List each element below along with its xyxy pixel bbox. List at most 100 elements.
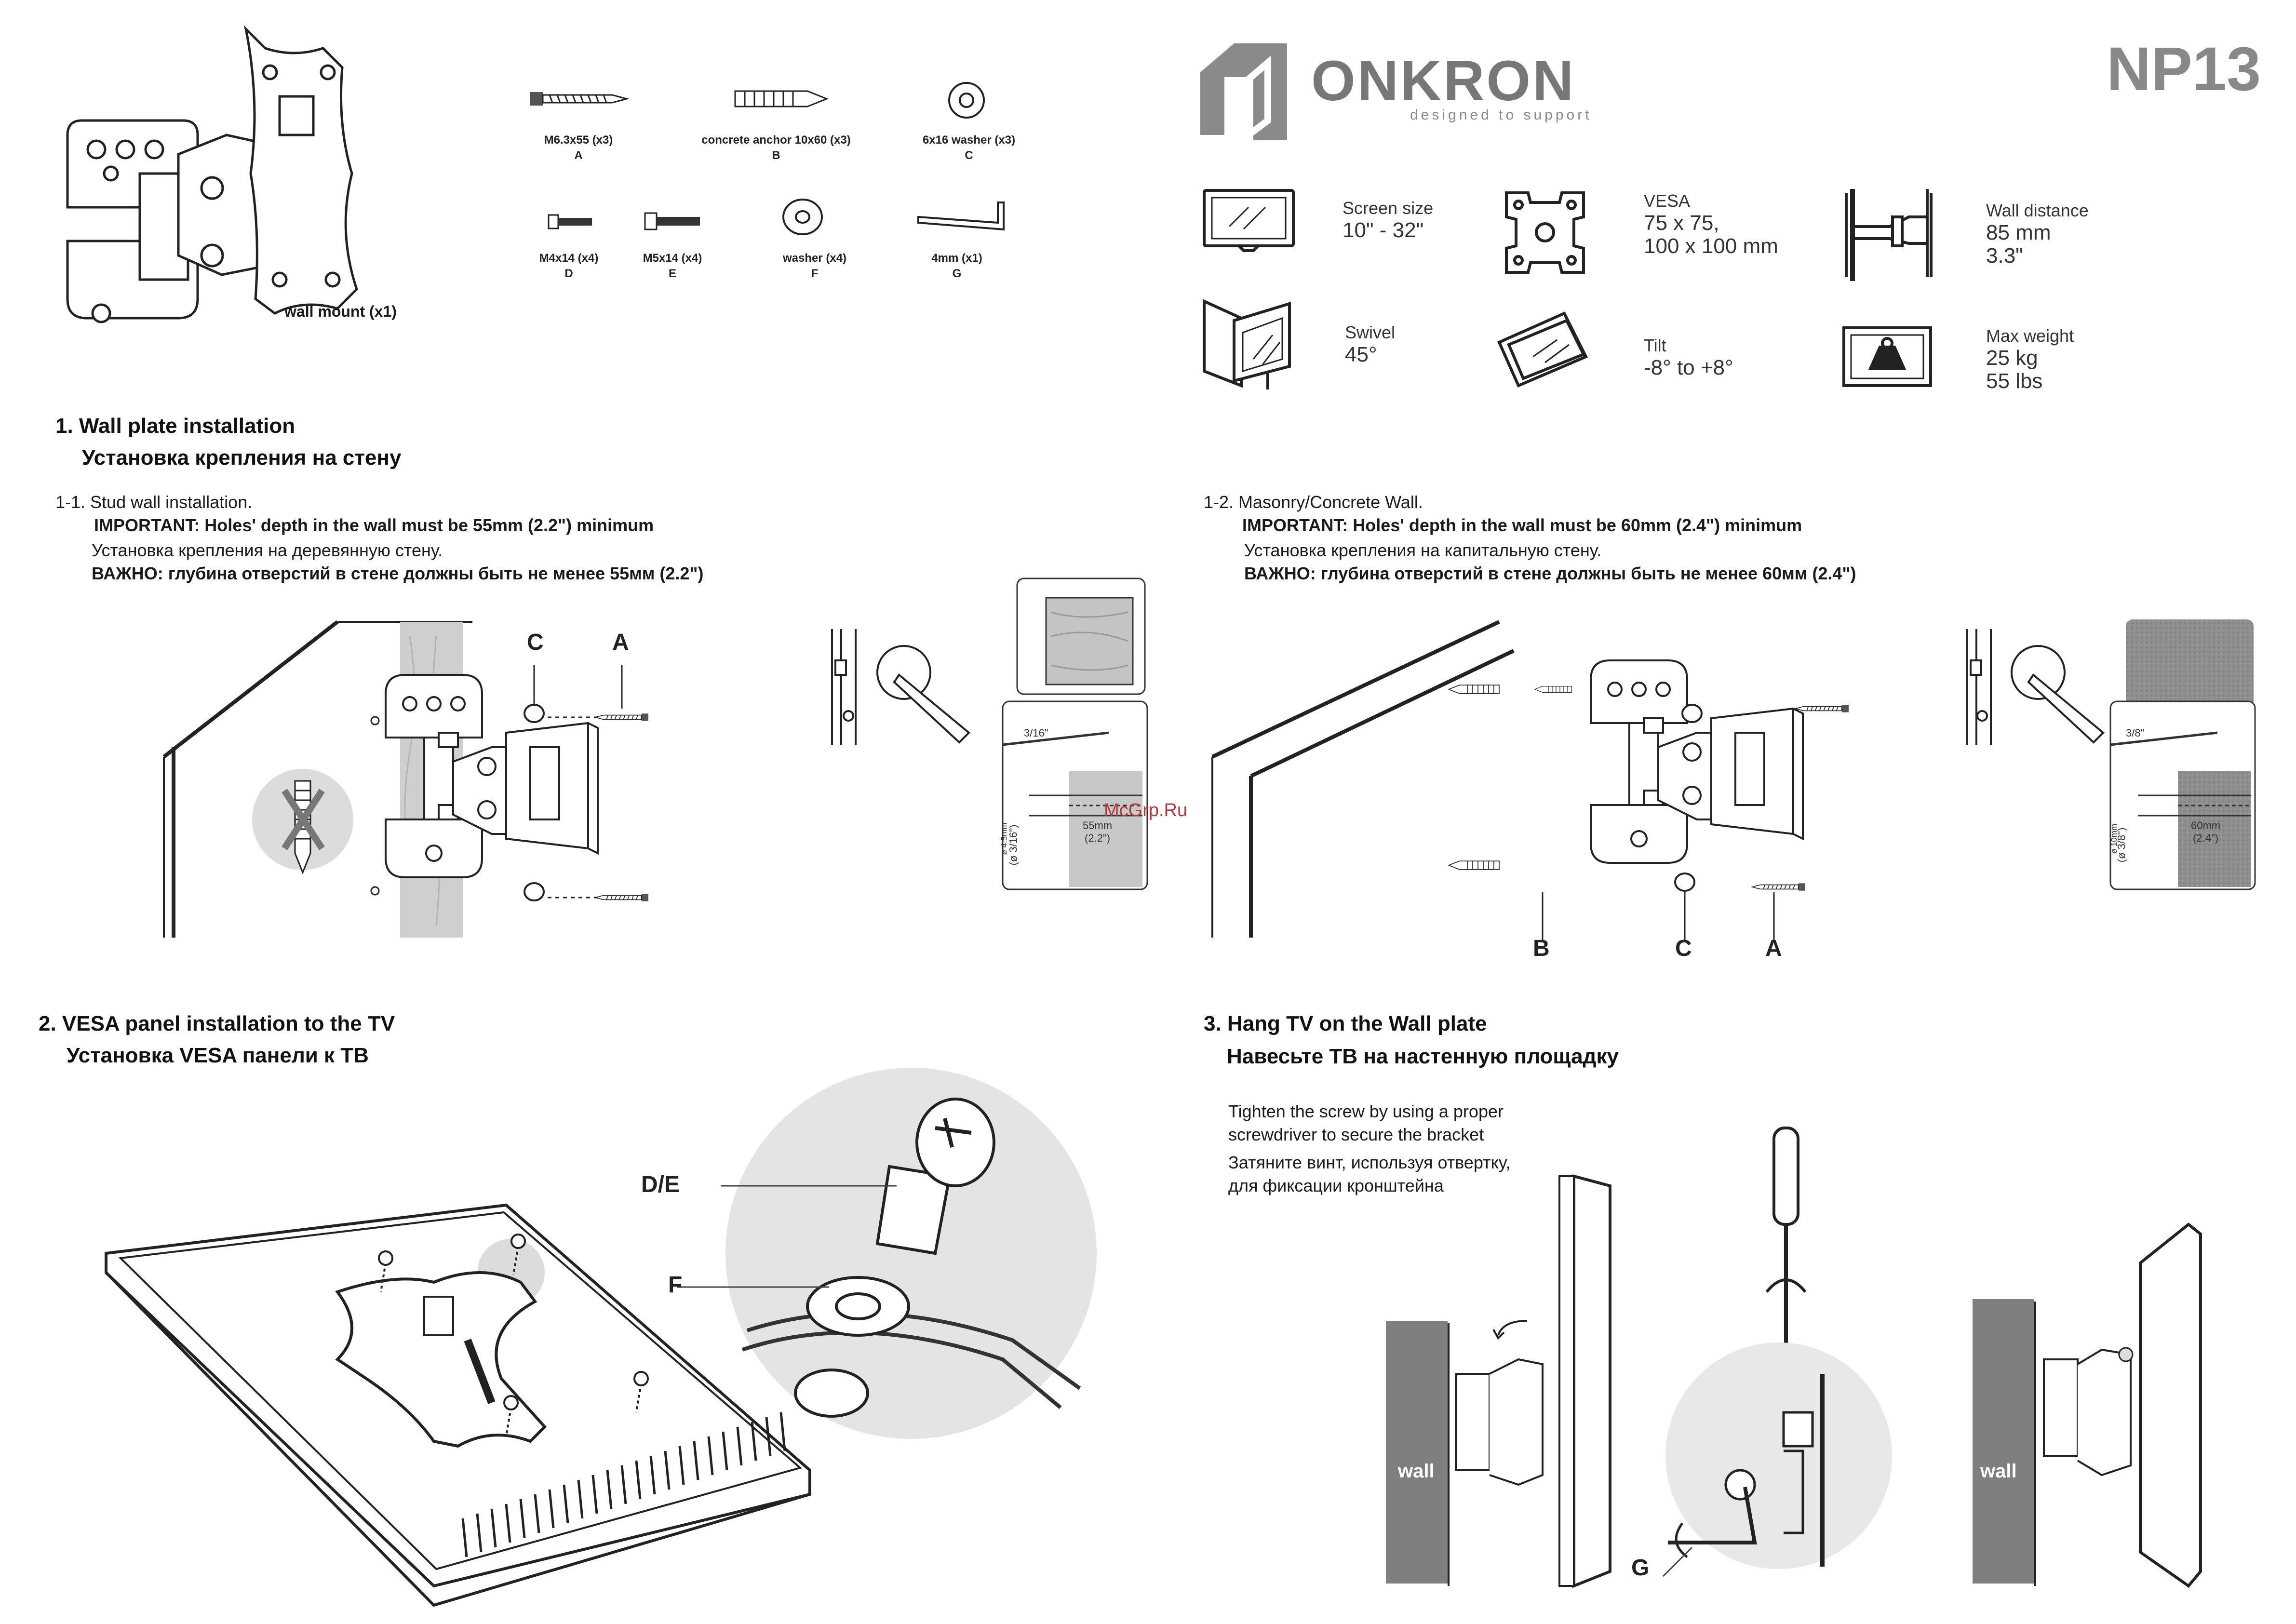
hang-label-g: G	[1631, 1555, 1650, 1581]
wall-mount-label: wall mount (x1)	[284, 303, 397, 320]
spec-tilt: Tilt -8° to +8°	[1644, 335, 1733, 379]
spec-wall-distance-value-2: 3.3"	[1986, 244, 2023, 268]
masonry-label-c: C	[1675, 936, 1692, 961]
stud-depth-diagram	[1002, 700, 1148, 890]
masonry-line-4: ВАЖНО: глубина отверстий в стене должны …	[1244, 564, 1856, 583]
part-g-letter: G	[952, 267, 962, 280]
brand-name: ONKRON	[1311, 49, 1576, 113]
stud-line-2: IMPORTANT: Holes' depth in the wall must…	[94, 515, 654, 535]
wall-label-2: wall	[1980, 1461, 2017, 1482]
spec-max-weight: Max weight 25 kg 55 lbs	[1986, 325, 2074, 393]
spec-max-weight-value-1: 25 kg	[1986, 346, 2038, 370]
part-d-name: M4x14 (x4)	[539, 252, 599, 265]
section-3-title-ru: Навесьте ТВ на настенную площадку	[1227, 1045, 1619, 1068]
spec-screen-size: Screen size 10" - 32"	[1343, 198, 1433, 242]
part-g-label: 4mm (x1) G	[885, 251, 1029, 282]
spec-wall-distance: Wall distance 85 mm 3.3"	[1986, 200, 2089, 268]
masonry-instructions: 1-2. Masonry/Concrete Wall. IMPORTANT: H…	[1204, 491, 1856, 585]
spec-vesa-value-2: 100 x 100 mm	[1644, 234, 1778, 258]
part-c-name: 6x16 washer (x3)	[922, 134, 1016, 147]
hang-tv-drawing-2	[1973, 1222, 2202, 1588]
spec-screen-size-value: 10" - 32"	[1343, 218, 1424, 242]
masonry-diameter-mm: ø 10mm	[2109, 823, 2119, 854]
wood-sample-icon	[1016, 577, 1146, 695]
tighten-detail-zoom	[1662, 1342, 1892, 1577]
section-3-text-ru-1: Затяните винт, используя отвертку,	[1228, 1153, 1511, 1172]
masonry-line-3: Установка крепления на капитальную стену…	[1244, 540, 1602, 560]
stud-line-4: ВАЖНО: глубина отверстий в стене должны …	[92, 564, 704, 583]
swivel-icon	[1203, 299, 1291, 389]
tv-back-drawing	[105, 1203, 811, 1607]
section-3-text-en-2: screwdriver to secure the bracket	[1228, 1125, 1484, 1144]
spec-vesa: VESA 75 x 75, 100 x 100 mm	[1644, 190, 1778, 258]
stud-depth: 55mm (2.2")	[1083, 819, 1112, 845]
stud-instructions: 1-1. Stud wall installation. IMPORTANT: …	[55, 491, 703, 585]
watermark: McGrp.Ru	[1104, 800, 1188, 820]
masonry-label-b: B	[1533, 936, 1550, 961]
part-b-label: concrete anchor 10x60 (x3) B	[680, 133, 873, 163]
masonry-drill-size: 3/8"	[2126, 727, 2145, 739]
model-number: NP13	[2107, 35, 2261, 104]
part-a-name: M6.3x55 (x3)	[544, 134, 613, 147]
vesa-icon	[1505, 191, 1585, 274]
masonry-drill-diagram	[1966, 629, 2105, 745]
part-b-name: concrete anchor 10x60 (x3)	[701, 134, 851, 147]
stud-drill-size: 3/16"	[1024, 727, 1048, 739]
part-a-label: M6.3x55 (x3) A	[482, 133, 675, 163]
stud-line-3: Установка крепления на деревянную стену.	[92, 540, 443, 560]
masonry-depth: 60mm (2.4")	[2191, 819, 2220, 845]
section-1-title-ru: Установка крепления на стену	[82, 446, 402, 470]
spec-tilt-label: Tilt	[1644, 336, 1666, 355]
part-g-hex-key-icon	[917, 201, 1005, 231]
masonry-depth-diagram	[2109, 700, 2256, 890]
part-a-letter: A	[574, 149, 583, 162]
section-3-title: 3. Hang TV on the Wall plate	[1204, 1012, 1487, 1035]
part-c-label: 6x16 washer (x3) C	[873, 133, 1065, 163]
tilt-icon	[1497, 311, 1588, 388]
part-f-name: washer (x4)	[782, 252, 847, 265]
spec-wall-distance-value-1: 85 mm	[1986, 221, 2051, 244]
screen-size-icon	[1203, 189, 1295, 252]
stud-wall-drawing	[162, 620, 649, 938]
part-g-name: 4mm (x1)	[931, 252, 982, 265]
stud-diameter-mm: ø 4.5mm	[999, 822, 1009, 855]
stud-label-a: A	[612, 630, 629, 655]
vesa-label-f: F	[668, 1272, 683, 1298]
part-e-label: M5x14 (x4) E	[600, 251, 745, 282]
section-3-text-en-1: Tighten the screw by using a proper	[1228, 1101, 1504, 1121]
stud-depth-in: (2.2")	[1085, 832, 1111, 844]
part-d-letter: D	[564, 267, 573, 280]
part-a-screw-icon	[529, 91, 628, 107]
spec-swivel-label: Swivel	[1345, 322, 1396, 342]
spec-screen-size-label: Screen size	[1343, 198, 1434, 218]
section-3-text-ru-2: для фиксации кронштейна	[1228, 1176, 1444, 1195]
masonry-line-1: 1-2. Masonry/Concrete Wall.	[1204, 492, 1423, 512]
section-2-title-ru: Установка VESA панели к ТВ	[67, 1044, 369, 1067]
part-f-washer-icon	[782, 199, 823, 235]
section-3-instructions: Tighten the screw by using a proper scre…	[1228, 1100, 1510, 1197]
part-d-label: M4x14 (x4) D	[497, 251, 641, 282]
part-b-anchor-icon	[734, 90, 828, 107]
masonry-label-a: A	[1765, 936, 1782, 961]
spec-tilt-value: -8° to +8°	[1644, 356, 1733, 379]
part-f-letter: F	[811, 267, 819, 280]
stud-line-1: 1-1. Stud wall installation.	[55, 492, 253, 512]
brand-tagline: designed to support	[1410, 107, 1592, 123]
section-1-title: 1. Wall plate installation	[55, 414, 295, 438]
part-f-label: washer (x4) F	[742, 251, 887, 282]
stud-drill-diagram	[831, 629, 970, 745]
max-weight-icon	[1842, 326, 1932, 387]
part-e-name: M5x14 (x4)	[643, 252, 702, 265]
vesa-label-de: D/E	[641, 1172, 680, 1197]
stud-depth-mm: 55mm	[1083, 819, 1113, 832]
part-b-letter: B	[772, 149, 780, 162]
screw-detail-zoom	[677, 1068, 1097, 1439]
masonry-wall-drawing	[1211, 620, 1849, 940]
spec-max-weight-value-2: 55 lbs	[1986, 369, 2043, 393]
hang-tv-drawing-1	[1386, 1174, 1611, 1588]
screwdriver-icon	[1765, 1127, 1807, 1359]
spec-wall-distance-label: Wall distance	[1986, 201, 2089, 220]
spec-vesa-value-1: 75 x 75,	[1644, 211, 1719, 235]
wall-label-1: wall	[1398, 1461, 1435, 1482]
